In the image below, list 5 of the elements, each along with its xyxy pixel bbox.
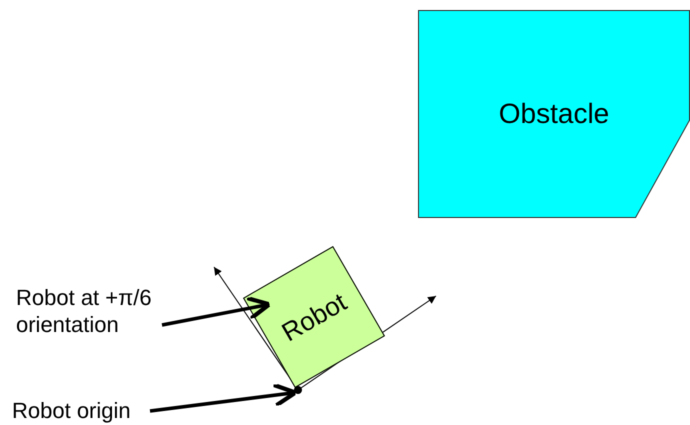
arrow xyxy=(150,382,298,413)
obstacle-label: Obstacle xyxy=(498,98,610,130)
callout-text: Robot at +π/6 orientation xyxy=(16,284,166,338)
arrow xyxy=(162,296,272,327)
callout-text: Robot origin xyxy=(12,397,152,424)
